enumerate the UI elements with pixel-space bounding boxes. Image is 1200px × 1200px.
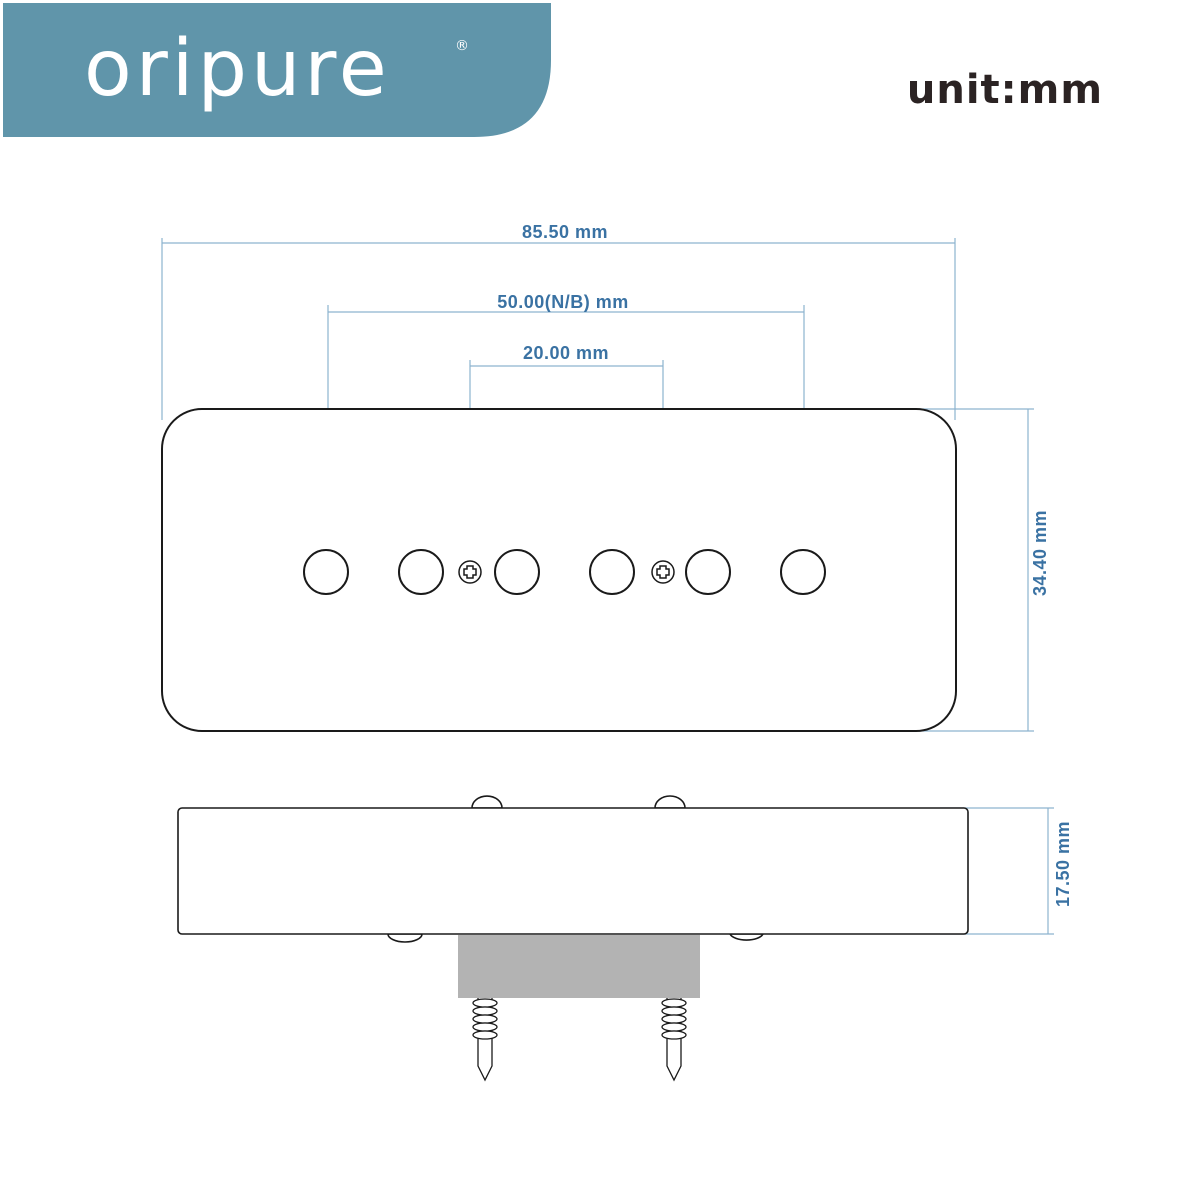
mounting-screw-icons	[458, 560, 675, 584]
pole-piece	[398, 549, 444, 595]
pole-piece	[303, 549, 349, 595]
pickup-top-view	[161, 408, 957, 732]
pole-piece	[589, 549, 635, 595]
overall-length-label: 85.50 mm	[522, 222, 608, 242]
screw-span-label: 20.00 mm	[523, 343, 609, 363]
pole-span-label: 50.00(N/B) mm	[497, 292, 629, 312]
brand-banner	[3, 3, 551, 137]
pickup-side-view	[177, 795, 969, 943]
mounting-screws	[472, 998, 687, 1082]
pole-piece	[494, 549, 540, 595]
pole-piece	[685, 549, 731, 595]
pickup-base	[458, 935, 700, 998]
registered-mark: ®	[455, 38, 469, 54]
width-label: 34.40 mm	[1030, 510, 1050, 596]
pole-piece	[780, 549, 826, 595]
brand-logo: oripure	[84, 24, 391, 114]
unit-label: unit:mm	[907, 67, 1103, 113]
height-label: 17.50 mm	[1053, 821, 1073, 907]
